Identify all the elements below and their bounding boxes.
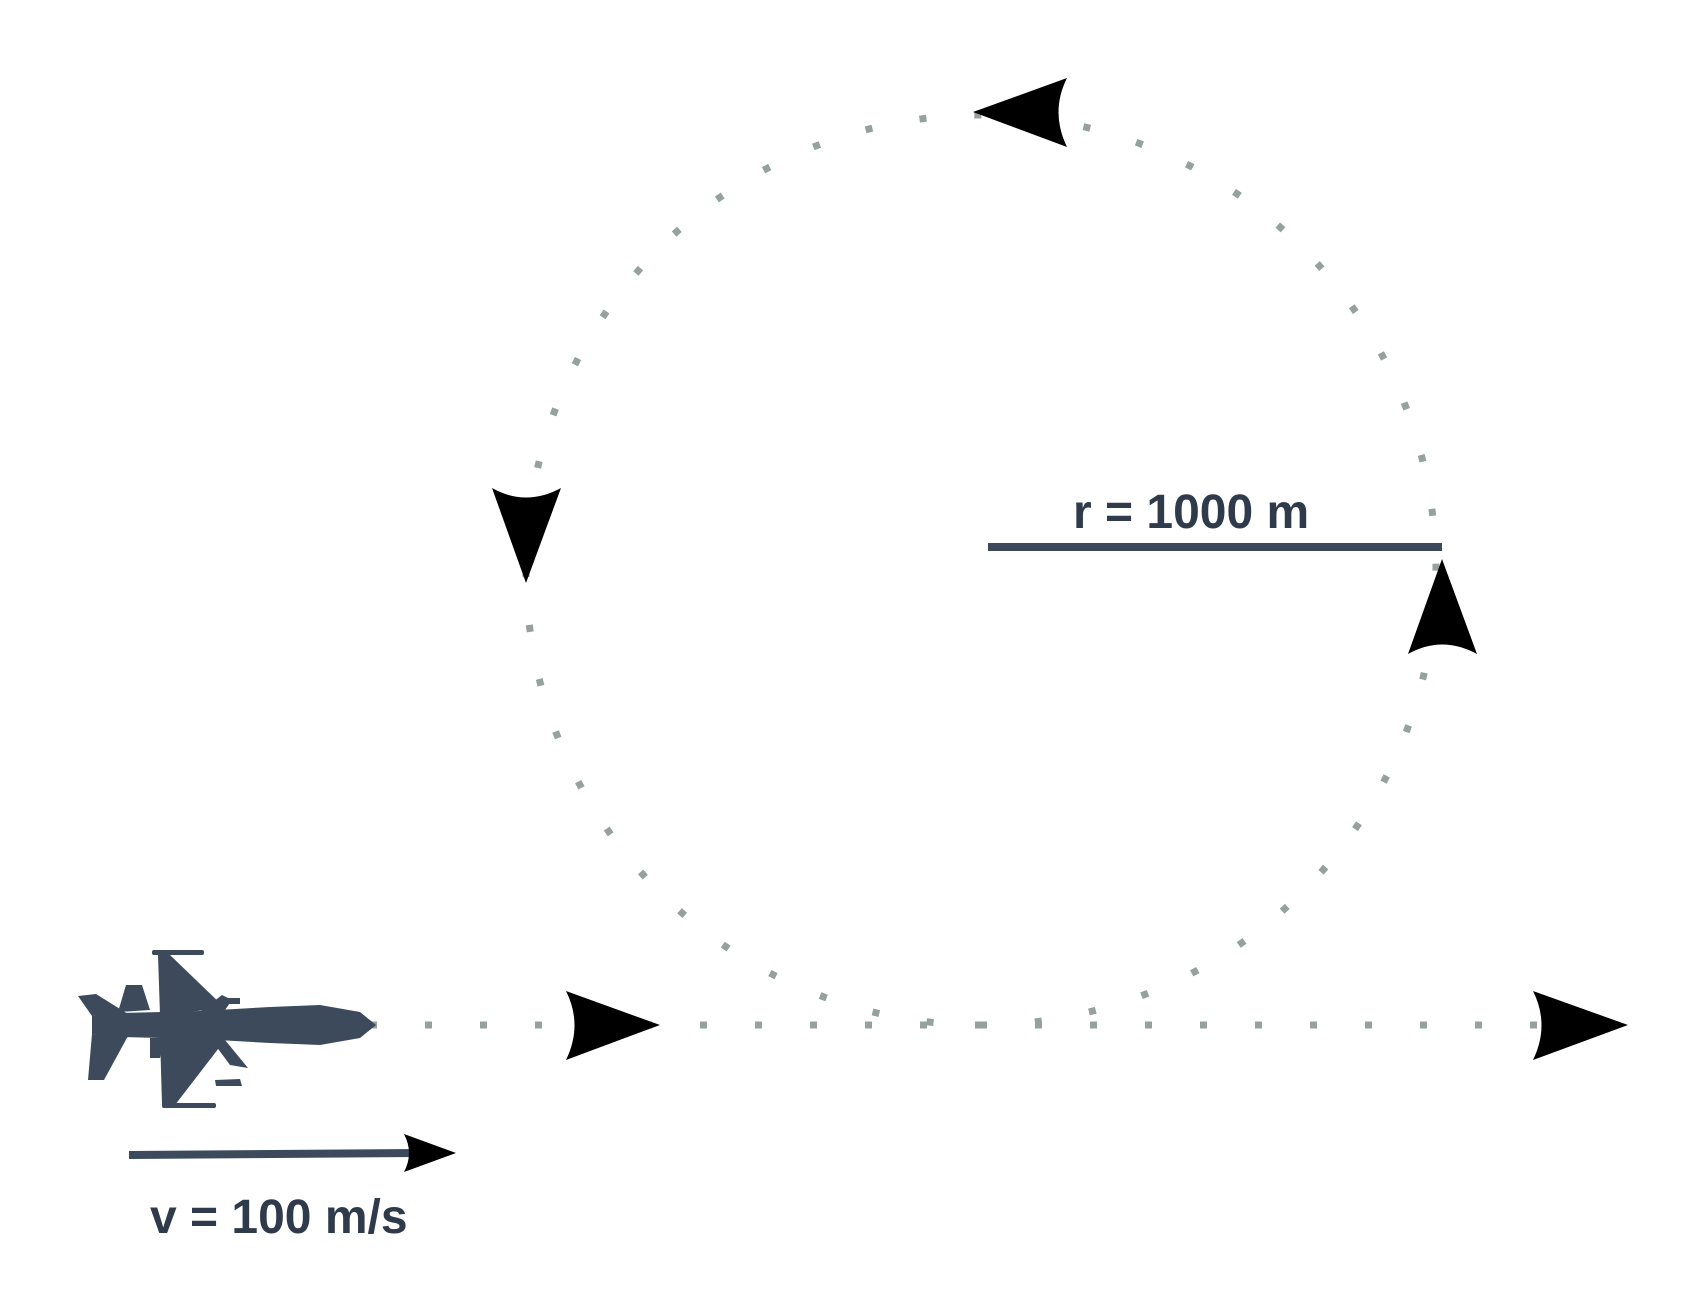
arrowhead-icon <box>492 488 561 583</box>
lower-stabilizer <box>150 1038 164 1058</box>
upper-wingtip <box>152 950 204 955</box>
lower-wing <box>160 1035 225 1105</box>
lower-lerx <box>210 1038 248 1068</box>
direction-arrowheads <box>492 78 1628 1060</box>
lower-wingtip <box>162 1103 216 1108</box>
velocity-label: v = 100 m/s <box>150 1191 408 1244</box>
velocity-arrowhead-icon <box>404 1134 456 1172</box>
fuselage <box>92 1005 376 1045</box>
velocity-vector <box>128 1134 456 1172</box>
arrowhead-icon <box>1533 991 1628 1060</box>
upper-wing <box>158 955 225 1015</box>
arrowhead-icon <box>973 78 1067 147</box>
arrowhead-icon <box>1408 559 1477 654</box>
loop-path <box>522 111 1440 1029</box>
lower-tail <box>88 1034 128 1080</box>
fighter-jet-icon <box>78 950 376 1108</box>
lower-pod <box>215 1079 242 1086</box>
flight-path <box>370 111 1560 1029</box>
upper-tail <box>78 994 128 1016</box>
upper-pod <box>220 998 240 1004</box>
arrowhead-icon <box>566 991 660 1060</box>
velocity-line <box>128 1149 419 1159</box>
radius-label: r = 1000 m <box>1073 486 1309 539</box>
upper-stabilizer <box>118 985 150 1012</box>
